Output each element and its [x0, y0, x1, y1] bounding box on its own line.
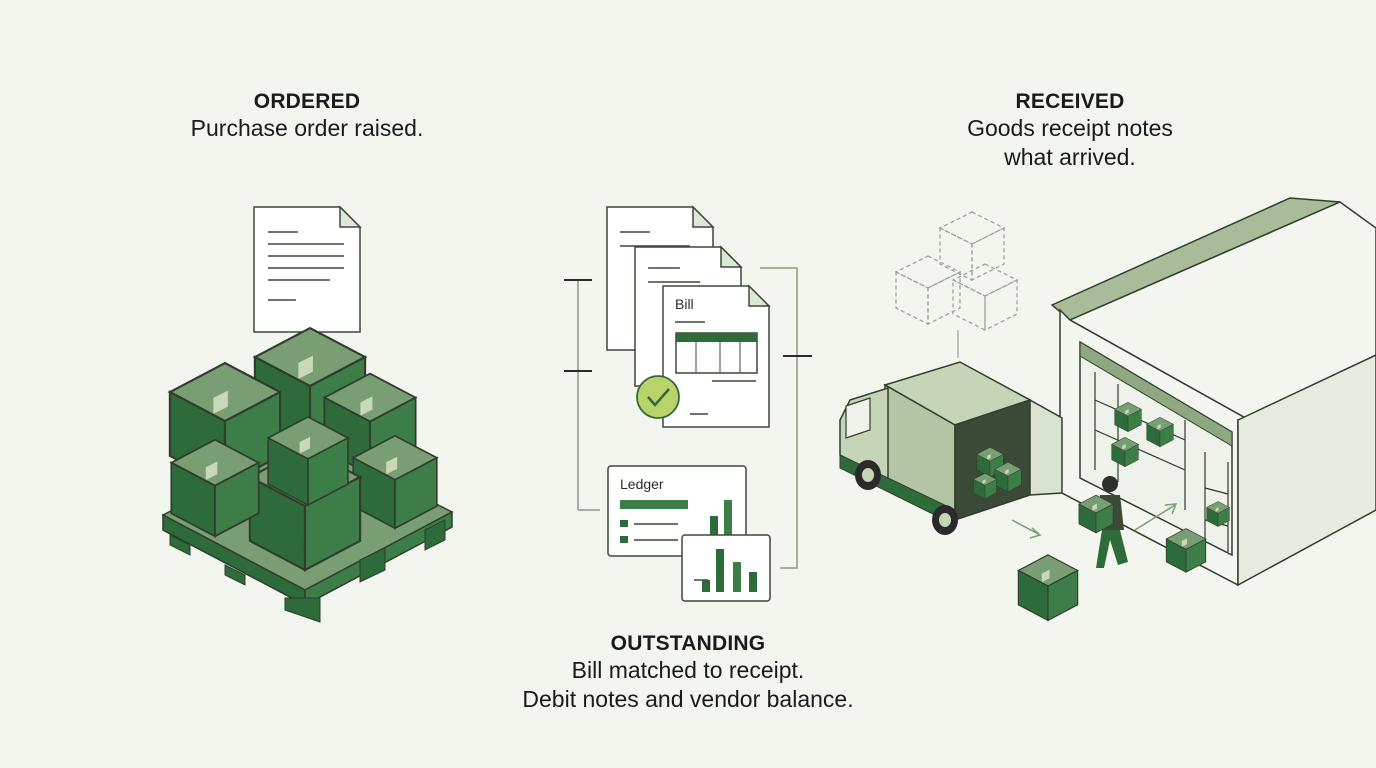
box-stack-icon: [161, 327, 454, 623]
received-title: RECEIVED: [1015, 90, 1125, 113]
outstanding-title: OUTSTANDING: [610, 632, 766, 655]
outstanding-desc-line2: Debit notes and vendor balance.: [522, 686, 854, 712]
received-desc-line2: what arrived.: [1004, 144, 1136, 170]
outstanding-desc-line1: Bill matched to receipt.: [571, 657, 805, 683]
worker-icon: [1078, 476, 1128, 568]
bill-label: Bill: [675, 296, 694, 312]
bill-document: Bill: [662, 284, 771, 428]
ordered-desc: Purchase order raised.: [190, 115, 424, 141]
purchase-order-document-icon: [253, 205, 362, 333]
received-caption: RECEIVED Goods receipt notes what arrive…: [920, 90, 1220, 172]
ordered-caption: ORDERED Purchase order raised.: [157, 90, 457, 143]
ordered-title: ORDERED: [253, 90, 361, 113]
check-icon: [636, 375, 680, 419]
received-desc-line1: Goods receipt notes: [967, 115, 1173, 141]
delivered-box-icon: [1017, 554, 1079, 621]
truck-icon: [839, 361, 1063, 535]
balance-chart-panel: [681, 534, 771, 602]
ledger-panel: Ledger: [607, 465, 747, 557]
ledger-label: Ledger: [620, 476, 664, 492]
flow-arrows: [1011, 503, 1178, 539]
outstanding-caption: OUTSTANDING Bill matched to receipt. Deb…: [470, 632, 906, 714]
reconciliation-bracket: [564, 267, 812, 569]
expected-boxes-outline: [894, 211, 1019, 358]
warehouse-icon: [1050, 197, 1376, 587]
